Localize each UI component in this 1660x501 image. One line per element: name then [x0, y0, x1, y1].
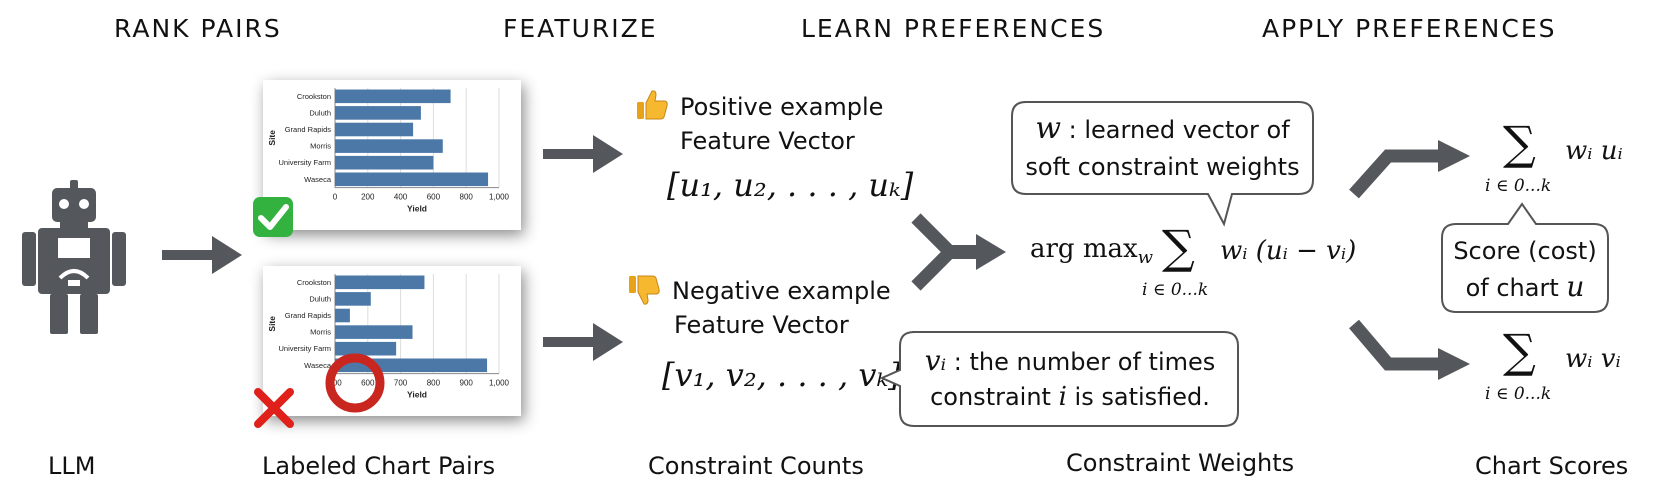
chart-positive-tick-label: 0 [333, 193, 338, 202]
label-constraint-weights: Constraint Weights [1066, 449, 1295, 477]
positive-feature-vector-label: Feature Vector [680, 127, 855, 155]
bar-chart-negative: 500 600 700 800 900 1,000 CrookstonDuluthGrand… [267, 274, 510, 400]
chart-positive-tick-label: 200 [361, 193, 375, 202]
chart-positive-tick-label: 800 [460, 193, 474, 202]
sum-subscript-objective: i ∈ 0...k [1142, 280, 1209, 300]
arrow-llm-to-charts [162, 236, 242, 274]
negative-example-label: Negative example [672, 277, 891, 305]
v-bubble-line1: vᵢ : the number of times [900, 344, 1240, 379]
chart-negative-tick-label: 1,000 [489, 379, 510, 388]
v-bubble-line2: constraint i is satisfied. [930, 382, 1210, 412]
chart-positive-site-label: Grand Rapids [285, 125, 332, 134]
chart-negative-bar [335, 275, 425, 290]
sum-subscript-score-u: i ∈ 0...k [1485, 176, 1552, 196]
chart-positive-bar [335, 139, 443, 153]
arrow-negative-to-features [543, 323, 623, 361]
stage-title-learn-preferences: LEARN PREFERENCES [801, 14, 1106, 43]
chart-positive-bar [335, 155, 434, 170]
checkmark-icon [253, 197, 293, 237]
chart-positive-y-axis-title: Site [267, 130, 277, 146]
chart-positive-tick-label: 400 [394, 193, 408, 202]
chart-positive-bar [335, 122, 414, 137]
highlight-circle-icon [325, 353, 385, 413]
chart-positive-site-label: Morris [310, 142, 331, 151]
score-bubble-line2: of chart u [1465, 270, 1585, 303]
argmax-operator: arg maxw [1030, 234, 1154, 269]
arrow-apply-bottom [1349, 319, 1470, 380]
w-variable: w [1035, 111, 1062, 146]
v-variable: vᵢ [924, 344, 947, 377]
stage-title-featurize: FEATURIZE [503, 14, 658, 43]
score-v-term: wᵢ vᵢ [1565, 344, 1621, 374]
w-bubble-line1: w : learned vector of [1010, 112, 1315, 147]
chart-negative-tick-label: 600 [361, 379, 375, 388]
arrow-apply-top [1349, 140, 1470, 199]
label-labeled-chart-pairs: Labeled Chart Pairs [262, 452, 496, 480]
chart-negative-y-axis-title: Site [267, 316, 277, 332]
chart-negative-tick-label: 800 [427, 379, 441, 388]
chart-negative-bar [335, 292, 371, 306]
stage-title-apply-preferences: APPLY PREFERENCES [1262, 14, 1557, 43]
positive-example-label: Positive example [680, 93, 884, 121]
chart-negative-bar [335, 341, 397, 356]
score-bubble-line1: Score (cost) [1453, 237, 1597, 265]
chart-positive-site-label: Crookston [297, 92, 331, 101]
chart-negative-site-label: University Farm [278, 344, 331, 353]
thumbs-up-icon [637, 90, 668, 120]
sum-subscript-score-v: i ∈ 0...k [1485, 384, 1552, 404]
chart-positive-site-label: Duluth [309, 108, 331, 117]
chart-positive-bar [335, 106, 421, 120]
chart-negative-bar [335, 308, 350, 323]
chart-negative-site-label: Crookston [297, 278, 331, 287]
chart-positive-tick-label: 600 [427, 193, 441, 202]
sum-symbol-objective: ∑ [1162, 220, 1195, 274]
label-llm: LLM [48, 452, 96, 480]
objective-term: wᵢ (uᵢ − vᵢ) [1220, 236, 1357, 266]
chart-positive-bar [335, 89, 451, 104]
chart-positive-x-axis-title: Yield [407, 204, 427, 214]
chart-negative-site-label: Morris [310, 328, 331, 337]
merge-arrow [911, 213, 1006, 291]
chart-negative-site-label: Duluth [309, 294, 331, 303]
chart-positive-site-label: University Farm [278, 158, 331, 167]
chart-positive-bar [335, 172, 489, 187]
chart-negative-site-label: Waseca [304, 361, 332, 370]
chart-positive-tick-label: 1,000 [489, 193, 510, 202]
chart-negative-site-label: Grand Rapids [285, 311, 332, 320]
chart-positive-site-label: Waseca [304, 175, 332, 184]
chart-negative-tick-label: 900 [460, 379, 474, 388]
negative-feature-vector: [v₁, v₂, . . . , vₖ] [662, 356, 901, 394]
w-bubble-shape [1011, 101, 1314, 227]
thumbs-down-icon [629, 275, 660, 305]
label-constraint-counts: Constraint Counts [648, 452, 864, 480]
robot-icon [22, 180, 126, 334]
w-bubble-line2: soft constraint weights [1025, 153, 1300, 181]
v-description: : the number of times [946, 348, 1216, 376]
positive-feature-vector: [u₁, u₂, . . . , uₖ] [667, 166, 914, 204]
score-u-term: wᵢ uᵢ [1565, 136, 1623, 166]
v-bubble-shape [880, 331, 1239, 427]
w-description: : learned vector of [1061, 116, 1290, 144]
chart-negative-tick-label: 700 [394, 379, 408, 388]
negative-feature-vector-label: Feature Vector [674, 311, 849, 339]
stage-title-rank-pairs: RANK PAIRS [114, 14, 282, 43]
chart-negative-bar [335, 325, 413, 339]
cross-icon [254, 388, 294, 428]
chart-negative-tick-label: 500 [328, 379, 342, 388]
chart-negative-x-axis-title: Yield [407, 390, 427, 400]
sum-symbol-score-u: ∑ [1503, 116, 1536, 170]
score-bubble-shape [1441, 202, 1609, 313]
sum-symbol-score-v: ∑ [1503, 324, 1536, 378]
label-chart-scores: Chart Scores [1475, 452, 1629, 480]
arrow-positive-to-features [543, 135, 623, 173]
